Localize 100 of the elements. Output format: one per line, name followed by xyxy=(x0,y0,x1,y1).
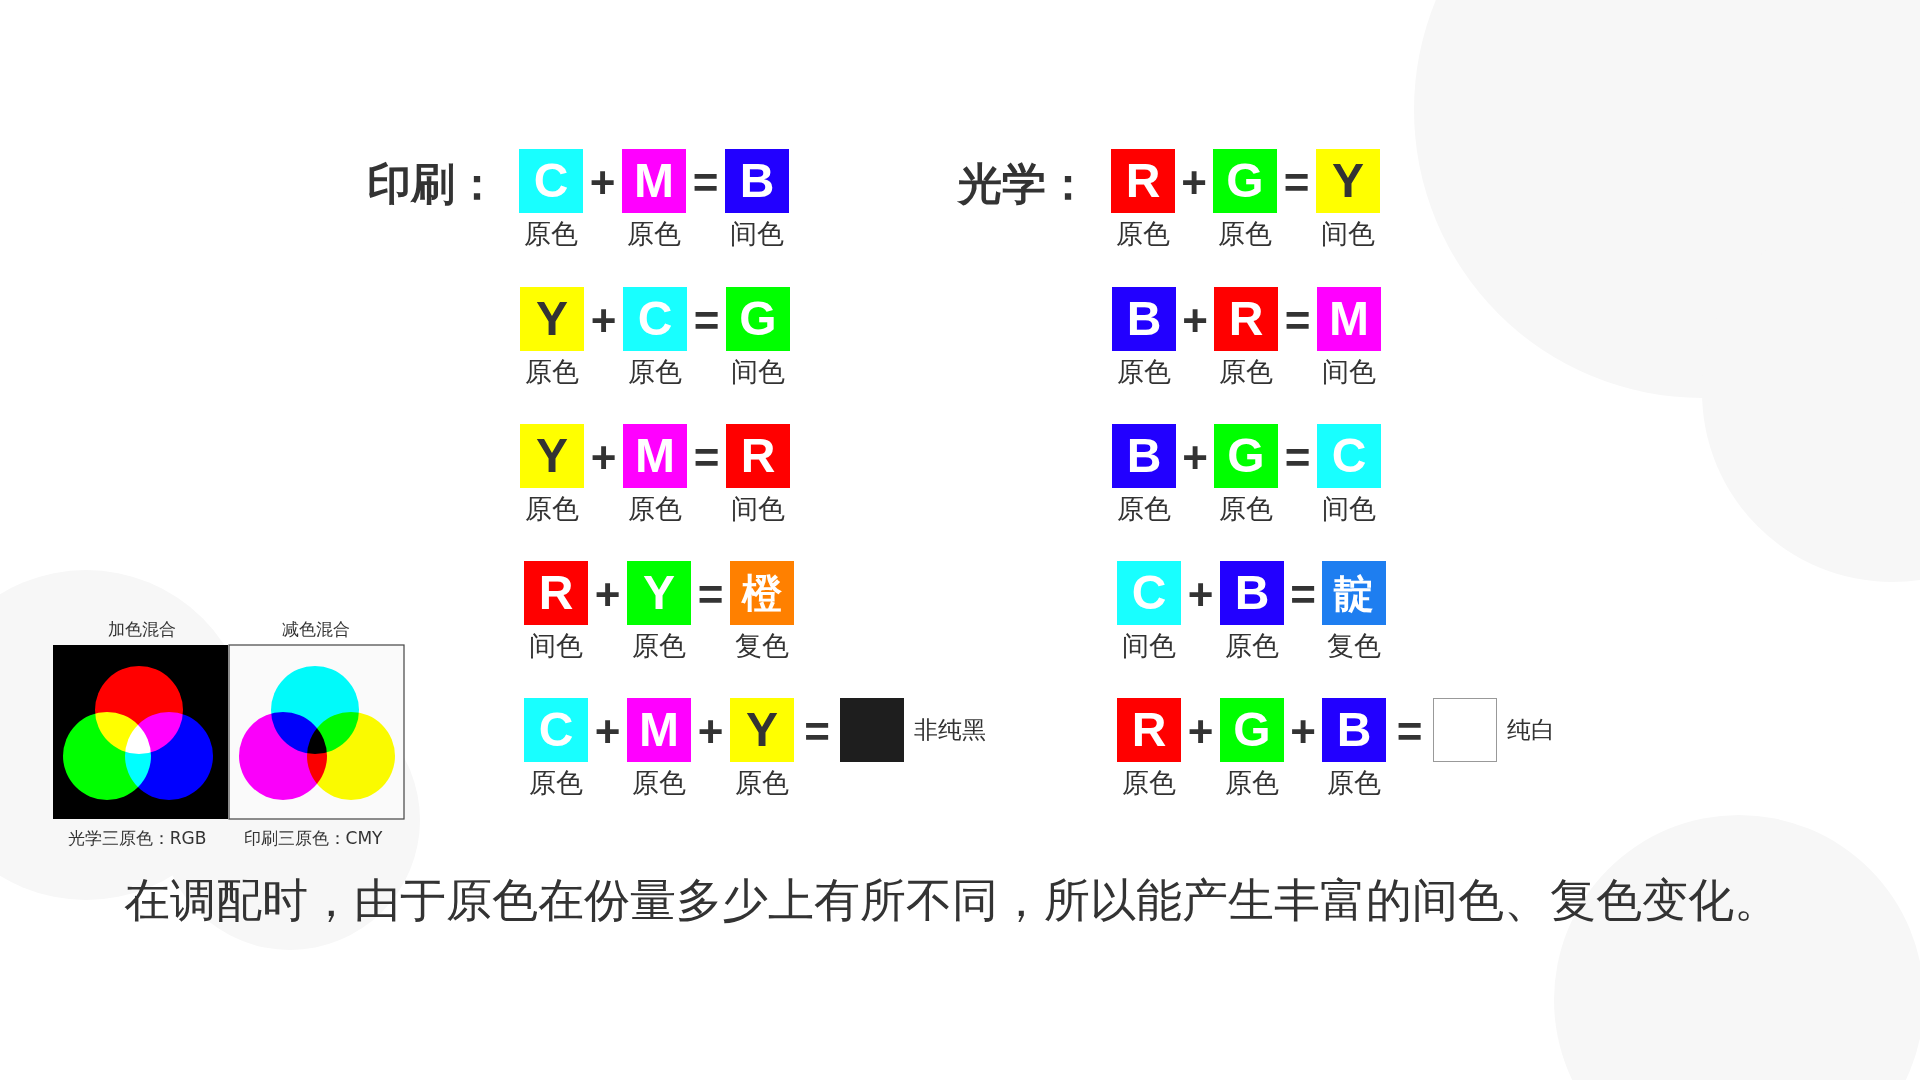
color-swatch xyxy=(725,149,789,213)
color-swatch xyxy=(1433,698,1497,762)
color-swatch xyxy=(623,424,687,488)
color-swatch xyxy=(840,698,904,762)
operator-sign: + xyxy=(1187,573,1214,617)
color-swatch xyxy=(524,561,588,625)
operator-sign: = xyxy=(693,436,720,480)
color-swatch xyxy=(627,698,691,762)
color-letter: G xyxy=(739,295,777,343)
color-caption: 原色 xyxy=(1225,631,1279,661)
color-swatch xyxy=(520,424,584,488)
section-title: 印刷： xyxy=(367,162,499,206)
operator-sign: = xyxy=(1283,161,1310,205)
color-caption: 原色 xyxy=(632,631,686,661)
operator-sign: = xyxy=(1290,573,1316,617)
color-swatch xyxy=(1213,149,1277,213)
summary-text: 在调配时，由于原色在份量多少上有所不同，所以能产生丰富的间色、复色变化。 xyxy=(124,877,1780,923)
color-caption: 间色 xyxy=(1321,219,1375,249)
color-caption: 原色 xyxy=(1225,768,1279,798)
picture-title: 加色混合 xyxy=(108,620,176,638)
color-swatch xyxy=(622,149,686,213)
color-swatch xyxy=(1322,561,1386,625)
color-caption: 原色 xyxy=(1116,219,1170,249)
color-swatch xyxy=(627,561,691,625)
color-caption: 原色 xyxy=(525,494,579,524)
operator-sign: + xyxy=(1187,710,1214,754)
picture-title: 减色混合 xyxy=(282,620,350,638)
color-swatch xyxy=(1322,698,1386,762)
color-letter: 橙 xyxy=(742,573,782,613)
operator-sign: = xyxy=(804,710,830,754)
color-caption: 间色 xyxy=(1322,494,1376,524)
color-letter: C xyxy=(538,706,574,754)
color-swatch xyxy=(726,424,790,488)
operator-sign: + xyxy=(594,710,621,754)
operator-sign: = xyxy=(697,573,724,617)
color-letter: B xyxy=(1234,569,1270,617)
color-swatch xyxy=(1220,698,1284,762)
color-caption: 原色 xyxy=(1219,494,1273,524)
color-caption: 间色 xyxy=(730,219,784,249)
color-caption: 间色 xyxy=(1122,631,1176,661)
color-letter: R xyxy=(538,569,574,617)
color-caption: 原色 xyxy=(1327,768,1381,798)
color-swatch xyxy=(1112,287,1176,351)
operator-sign: = xyxy=(693,299,720,343)
color-swatch xyxy=(1117,698,1181,762)
color-letter: B xyxy=(1126,295,1162,343)
color-letter: 靛 xyxy=(1334,573,1374,613)
color-letter: C xyxy=(1331,432,1367,480)
color-swatch xyxy=(1112,424,1176,488)
color-letter: Y xyxy=(1332,157,1364,205)
color-caption: 原色 xyxy=(1219,357,1273,387)
operator-sign: = xyxy=(1396,710,1423,754)
operator-sign: + xyxy=(1182,436,1208,480)
color-swatch xyxy=(519,149,583,213)
color-letter: Y xyxy=(643,569,675,617)
color-letter: Y xyxy=(746,706,778,754)
color-letter: G xyxy=(1226,157,1264,205)
operator-sign: + xyxy=(589,161,616,205)
operator-sign: + xyxy=(1182,299,1208,343)
color-letter: R xyxy=(1228,295,1264,343)
picture-caption: 印刷三原色：CMY xyxy=(243,829,383,847)
color-caption: 原色 xyxy=(525,357,579,387)
color-caption: 原色 xyxy=(1117,494,1171,524)
color-caption: 原色 xyxy=(628,357,682,387)
color-caption: 间色 xyxy=(1322,357,1376,387)
color-swatch xyxy=(730,561,794,625)
color-swatch xyxy=(1317,424,1381,488)
color-caption: 间色 xyxy=(731,494,785,524)
color-letter: R xyxy=(1125,157,1161,205)
operator-sign: = xyxy=(1284,436,1311,480)
color-caption: 复色 xyxy=(1327,631,1381,661)
color-letter: G xyxy=(1233,706,1271,754)
color-caption: 间色 xyxy=(731,357,785,387)
color-letter: C xyxy=(637,295,673,343)
color-letter: M xyxy=(635,432,675,480)
color-caption: 原色 xyxy=(627,219,681,249)
color-caption: 原色 xyxy=(735,768,789,798)
color-letter: C xyxy=(1131,569,1167,617)
color-letter: B xyxy=(1336,706,1372,754)
color-swatch xyxy=(623,287,687,351)
color-caption: 原色 xyxy=(628,494,682,524)
operator-sign: = xyxy=(1284,299,1311,343)
color-swatch xyxy=(1316,149,1380,213)
operator-sign: + xyxy=(594,573,621,617)
color-letter: G xyxy=(1227,432,1265,480)
operator-sign: + xyxy=(590,436,617,480)
color-swatch xyxy=(1317,287,1381,351)
color-caption: 非纯黑 xyxy=(914,716,986,744)
color-caption: 纯白 xyxy=(1507,716,1555,744)
color-letter: M xyxy=(639,706,679,754)
operator-sign: + xyxy=(590,299,617,343)
color-swatch xyxy=(1117,561,1181,625)
color-caption: 复色 xyxy=(735,631,789,661)
operator-sign: + xyxy=(1290,710,1316,754)
color-caption: 间色 xyxy=(529,631,583,661)
color-swatch xyxy=(1214,424,1278,488)
color-letter: M xyxy=(634,157,674,205)
color-swatch xyxy=(730,698,794,762)
operator-sign: + xyxy=(1181,161,1207,205)
color-letter: B xyxy=(739,157,775,205)
